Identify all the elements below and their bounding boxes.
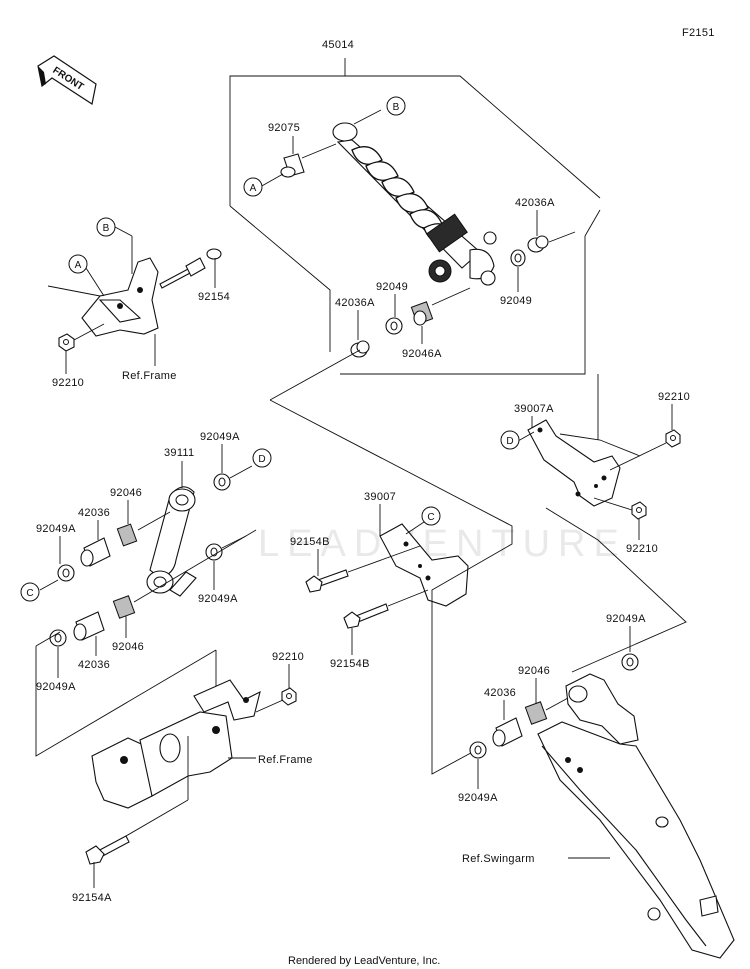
seal-92049A-left [57, 564, 75, 582]
callout-B-top: B [386, 96, 406, 116]
svg-text:D: D [506, 436, 513, 447]
footer-credit: Rendered by LeadVenture, Inc. [288, 955, 440, 967]
seal-92049A-right [621, 653, 639, 671]
part-label-92049A-bottomright: 92049A [458, 792, 498, 804]
bearing-92046-left [116, 523, 138, 547]
bolt-92154A [85, 835, 130, 865]
callout-D-bracket: D [500, 430, 520, 450]
part-label-45014: 45014 [322, 39, 354, 51]
bracket-39007A [527, 419, 621, 507]
svg-text:B: B [393, 102, 400, 113]
nut-92210-r2 [631, 501, 647, 520]
seal-92049A-top [213, 473, 231, 491]
part-label-92049A-bottomleft: 92049A [36, 681, 76, 693]
part-label-92046-right: 92046 [518, 665, 550, 677]
part-label-92049-right: 92049 [500, 295, 532, 307]
part-label-39111: 39111 [164, 447, 194, 459]
part-label-92049A-mid: 92049A [198, 593, 238, 605]
plate-group-frame [269, 349, 513, 775]
part-label-92154B-bottom: 92154B [330, 658, 370, 670]
bushing-92075 [259, 143, 337, 188]
part-label-92075: 92075 [268, 122, 300, 134]
svg-text:D: D [258, 454, 265, 465]
part-label-42036-upper: 42036 [78, 507, 110, 519]
collar-42036A-top [527, 235, 549, 253]
collar-42036-right [492, 717, 523, 747]
nut-92210-frame [281, 687, 297, 706]
frame-bracket [81, 257, 159, 337]
collar-42036A-left [350, 340, 370, 358]
link-39111 [146, 486, 197, 597]
shock-absorber [332, 122, 497, 286]
collar-42036-lower [73, 611, 105, 641]
part-label-92210-r2: 92210 [626, 543, 658, 555]
figure-code: F2151 [682, 27, 715, 39]
shock-group-frame [229, 58, 601, 375]
part-label-92154: 92154 [198, 291, 230, 303]
callout-D-link: D [252, 448, 272, 468]
bearing-92046-lower [112, 595, 136, 619]
svg-text:C: C [427, 512, 434, 523]
swingarm [537, 673, 735, 959]
bracket-group-frame [545, 374, 687, 673]
part-label-92049A-left: 92049A [36, 523, 76, 535]
svg-text:A: A [250, 183, 257, 194]
svg-text:A: A [75, 260, 82, 271]
ref-frame-bottom: Ref.Frame [258, 754, 313, 766]
part-label-42036-lower: 42036 [78, 659, 110, 671]
part-label-92154A: 92154A [72, 892, 112, 904]
part-label-92046-left: 92046 [110, 487, 142, 499]
callout-C-plate: C [421, 506, 441, 526]
part-label-42036-right: 42036 [484, 687, 516, 699]
part-label-92046A: 92046A [402, 348, 442, 360]
bolt-92154 [159, 248, 222, 289]
part-label-92049A-right: 92049A [606, 613, 646, 625]
seal-92049A-bottomleft [49, 629, 67, 647]
callout-C-link: C [20, 582, 40, 602]
part-label-92210-bracket: 92210 [52, 377, 84, 389]
part-label-92049A-top: 92049A [200, 431, 240, 443]
link-group-frame [35, 529, 257, 757]
bearing-92046-right [524, 701, 548, 725]
part-label-92049-left: 92049 [376, 281, 408, 293]
seal-92049-right [510, 249, 526, 267]
part-label-92154B-top: 92154B [290, 536, 330, 548]
callout-B-bracket: B [96, 217, 116, 237]
bearing-92046A [410, 301, 434, 326]
part-label-92046-lower: 92046 [112, 641, 144, 653]
part-label-92210-frame: 92210 [272, 651, 304, 663]
bolt-92154B-top [305, 569, 349, 593]
svg-text:C: C [26, 588, 33, 599]
part-label-39007A: 39007A [514, 403, 554, 415]
seal-92049-left [385, 317, 403, 335]
callout-A-bracket: A [68, 254, 88, 274]
lower-frame-bracket [91, 679, 261, 809]
part-label-39007: 39007 [364, 491, 396, 503]
part-label-42036A-top: 42036A [515, 197, 555, 209]
bolt-92154B-bottom [343, 603, 389, 629]
part-label-42036A-left: 42036A [335, 297, 375, 309]
callout-A-left: A [243, 177, 263, 197]
ref-frame-top: Ref.Frame [122, 370, 177, 382]
nut-92210-bracket [58, 333, 75, 352]
plate-39007 [379, 523, 469, 607]
nut-92210-r1 [665, 429, 681, 448]
front-arrow-icon: FRONT [37, 55, 97, 105]
seal-92049A-mid [205, 543, 223, 561]
svg-text:B: B [103, 223, 110, 234]
part-label-92210-r1: 92210 [658, 391, 690, 403]
ref-swingarm: Ref.Swingarm [462, 853, 535, 865]
collar-42036-upper [80, 537, 111, 567]
seal-92049A-bottomright [469, 741, 487, 759]
